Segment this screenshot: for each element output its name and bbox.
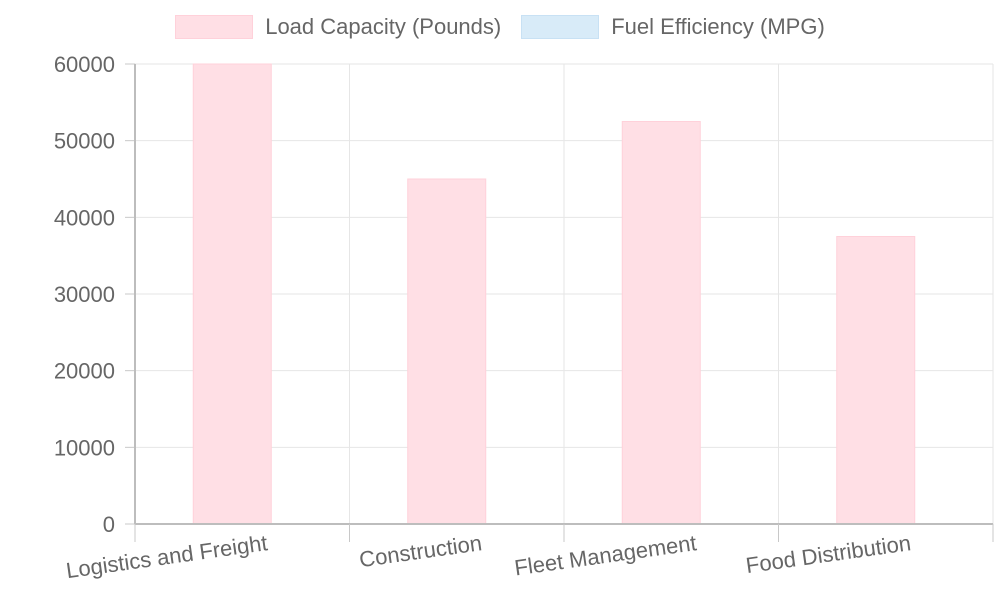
y-tick-label: 40000 (54, 205, 115, 230)
legend-label-load-capacity: Load Capacity (Pounds) (265, 14, 502, 39)
x-tick-label: Food Distribution (744, 530, 912, 578)
y-tick-label: 10000 (54, 435, 115, 460)
bar[interactable] (836, 236, 916, 525)
y-tick-label: 0 (103, 512, 115, 537)
legend: Load Capacity (Pounds) Fuel Efficiency (… (0, 14, 1000, 40)
bars (192, 63, 916, 525)
x-tick-label: Construction (358, 530, 484, 572)
y-tick-label: 30000 (54, 282, 115, 307)
legend-swatch-load-capacity (175, 15, 254, 39)
legend-item-load-capacity[interactable]: Load Capacity (Pounds) (175, 14, 501, 40)
bar[interactable] (192, 63, 272, 525)
legend-label-fuel-efficiency: Fuel Efficiency (MPG) (611, 14, 825, 39)
axes (125, 63, 994, 542)
bar[interactable] (621, 121, 701, 525)
legend-item-fuel-efficiency[interactable]: Fuel Efficiency (MPG) (521, 14, 825, 40)
x-tick-label: Logistics and Freight (64, 530, 269, 583)
y-tick-label: 20000 (54, 359, 115, 384)
y-tick-label: 60000 (54, 52, 115, 77)
x-tick-label: Fleet Management (513, 530, 698, 580)
y-tick-label: 50000 (54, 129, 115, 154)
legend-swatch-fuel-efficiency (521, 15, 600, 39)
bar[interactable] (407, 178, 487, 525)
